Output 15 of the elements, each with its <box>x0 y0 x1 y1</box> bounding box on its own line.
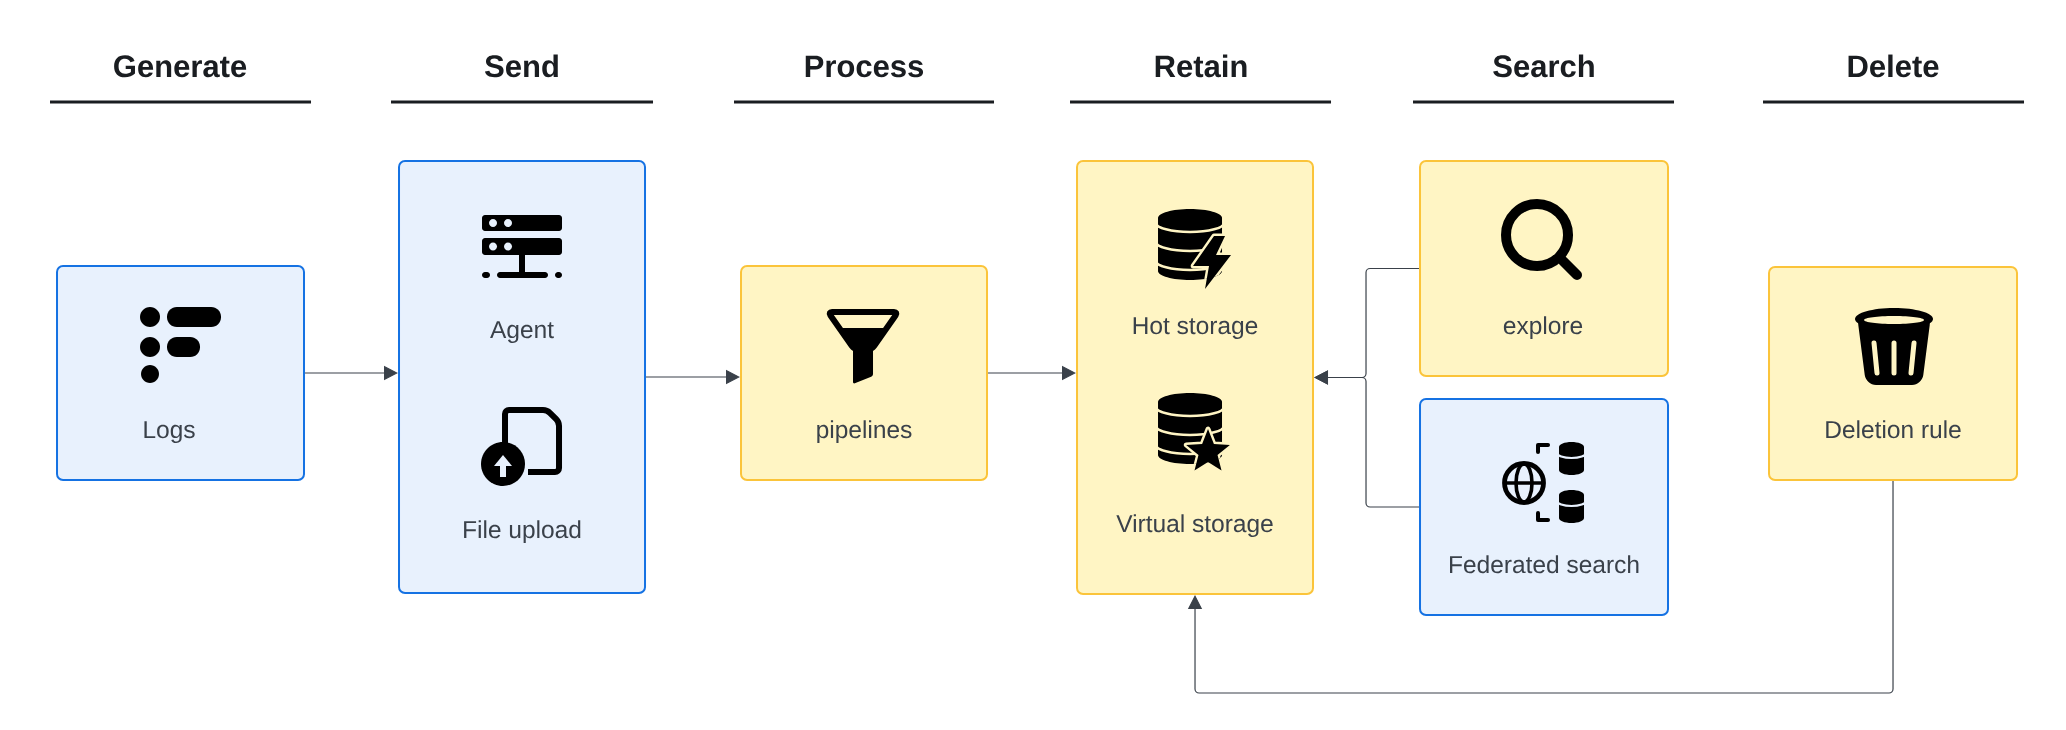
process-box: Logs <box>56 265 305 481</box>
stage-heading: Retain <box>1155 54 1247 78</box>
process-box: Federated search <box>1419 398 1669 616</box>
stage-heading: Process <box>805 55 924 78</box>
arrow <box>1187 480 1894 694</box>
stage-heading: Send <box>485 54 558 78</box>
arrow <box>1314 370 1420 508</box>
stage-heading: Delete <box>1848 54 1939 78</box>
process-box: explore <box>1419 160 1669 377</box>
process-box: Hot storage Virtual storage <box>1076 160 1314 595</box>
process-box: Agent File upload <box>398 160 646 594</box>
stage-heading: Generate <box>114 55 247 78</box>
process-box: pipelines <box>740 265 988 481</box>
stage-heading: Search <box>1493 54 1594 78</box>
process-box: Deletion rule <box>1768 266 2018 481</box>
